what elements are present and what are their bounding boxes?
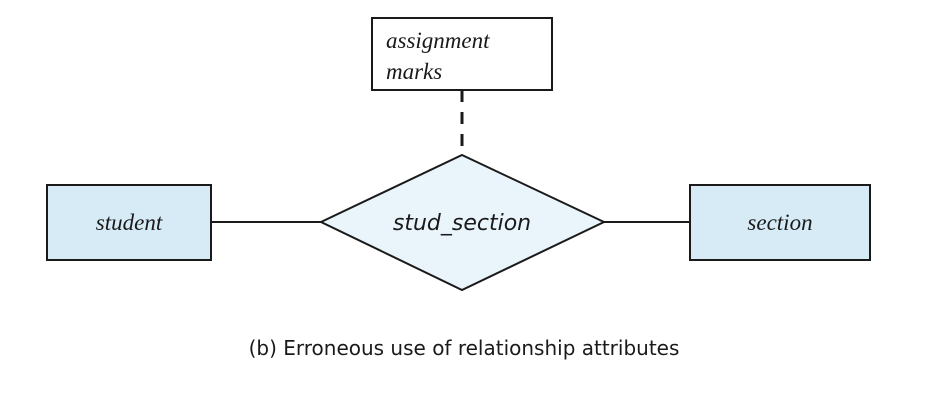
entity-student-label: student (96, 210, 163, 235)
entity-section-label: section (747, 210, 812, 235)
figure-caption: (b) Erroneous use of relationship attrib… (248, 336, 680, 360)
entity-section: section (689, 184, 871, 261)
attribute-line-1: assignment (386, 28, 490, 53)
entity-student: student (46, 184, 212, 261)
relationship-label: stud_section (393, 211, 531, 236)
attribute-box: assignment marks (371, 17, 553, 91)
relationship-stud-section: stud_section (318, 153, 607, 292)
attribute-line-2: marks (386, 59, 442, 84)
